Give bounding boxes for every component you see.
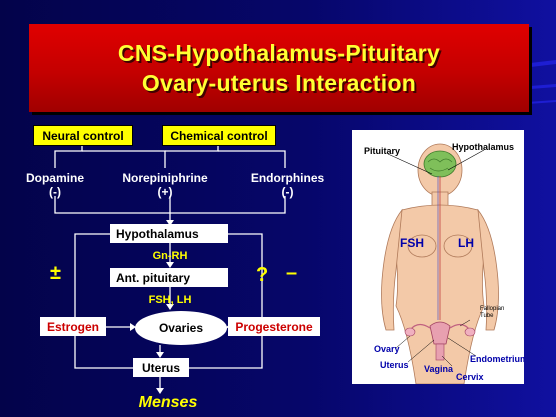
progesterone-box: Progesterone [228, 317, 320, 336]
title-line-2: Ovary-uterus Interaction [141, 70, 417, 96]
neural-control-box: Neural control [33, 125, 133, 146]
female-body-drawing [381, 143, 499, 384]
gonadotropins-label: FSH, LH [148, 294, 192, 306]
ovaries-oval: Ovaries [135, 311, 227, 345]
anatomy-illustration: Pituitary Hypothalamus FSH LH Fallopian … [352, 130, 524, 384]
anatomy-endometrium-label: Endometrium [470, 354, 524, 364]
progesterone-feedback-symbol: – [286, 262, 298, 284]
anatomy-hypothalamus-label: Hypothalamus [452, 142, 515, 152]
norepinephrine-label: Norepiniphrine (+) [122, 171, 208, 199]
anatomy-fallopian-label: Fallopian Tube [480, 306, 505, 319]
dopamine-label: Dopamine (-) [25, 171, 84, 199]
anatomy-fsh-label: FSH [400, 236, 424, 250]
menses-label: Menses [138, 394, 198, 411]
chemical-control-box: Chemical control [162, 125, 276, 146]
pituitary-box: Ant. pituitary [110, 268, 228, 287]
estrogen-box: Estrogen [40, 317, 106, 336]
anatomy-ovary-label: Ovary [374, 344, 400, 354]
title-banner: CNS-Hypothalamus-Pituitary Ovary-uterus … [29, 24, 529, 112]
estrogen-feedback-symbol: ± [50, 262, 61, 284]
anatomy-cervix-label: Cervix [456, 372, 484, 382]
gnrh-label: Gn-RH [152, 250, 188, 262]
anatomy-vagina-label: Vagina [424, 364, 454, 374]
anatomy-pituitary-label: Pituitary [364, 146, 401, 156]
hypothalamus-box: Hypothalamus [110, 224, 228, 243]
anatomy-lh-label: LH [458, 236, 474, 250]
uterus-box: Uterus [133, 358, 189, 377]
endorphines-label: Endorphines (-) [250, 171, 325, 199]
title-line-1: CNS-Hypothalamus-Pituitary [117, 40, 441, 66]
progesterone-question-symbol: ? [256, 264, 269, 286]
anatomy-uterus-label: Uterus [380, 360, 409, 370]
